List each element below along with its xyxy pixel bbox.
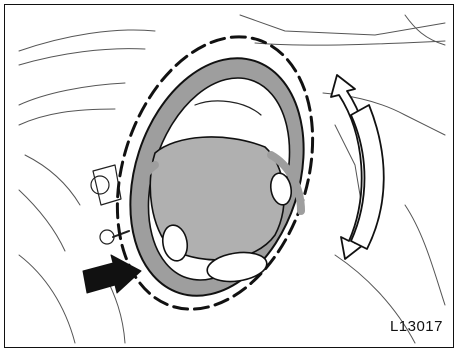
figure-frame: L13017	[4, 4, 454, 348]
tilt-lever	[91, 165, 129, 244]
arrow-right-icon	[83, 255, 141, 293]
steering-wheel-illustration	[5, 5, 455, 349]
figure-code: L13017	[390, 318, 443, 335]
